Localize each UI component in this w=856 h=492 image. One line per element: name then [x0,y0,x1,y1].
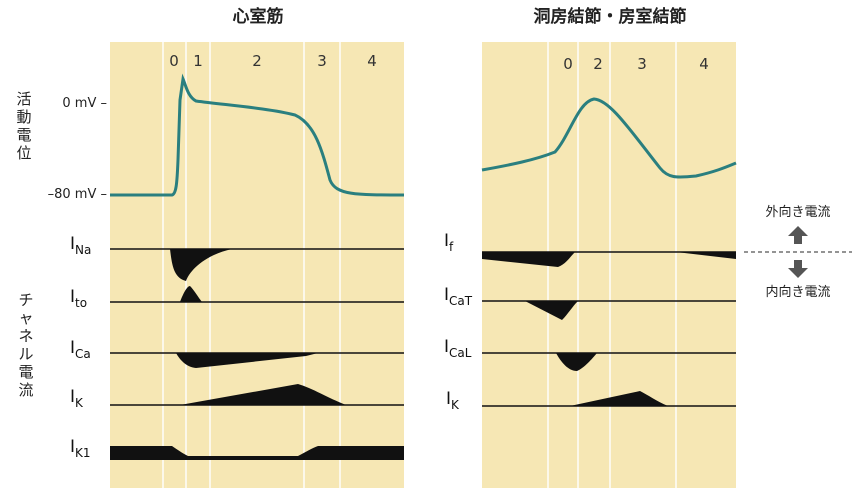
label-ical: ICaL [444,337,472,360]
ctitle-char-3: ル [18,345,33,363]
down-arrow-icon [788,260,808,278]
left-phase-0: 0 [169,52,179,70]
label-ica: ICa [70,338,91,361]
right-panel-bg [482,42,736,488]
vtitle-char-3: 位 [16,144,31,162]
ctitle-char-1: ャ [18,309,33,327]
right-currents [482,251,736,407]
vtitle-char-1: 動 [16,108,31,126]
right-panel-title: 洞房結節・房室結節 [534,6,687,27]
ito-current-shape [180,286,202,302]
vtitle-char-0: 活 [16,90,31,108]
left-panel-title: 心室筋 [233,6,284,27]
ctitle-char-4: 電 [18,363,33,381]
nodal-action-potential-trace [481,97,737,179]
inward-current-label: 内向き電流 [765,284,830,300]
channel-current-vertical-title: チ ャ ネ ル 電 流 [18,291,33,399]
ctitle-char-5: 流 [18,381,33,399]
if-current-shape [482,252,575,267]
right-phase-2: 2 [593,55,603,73]
label-ito: Ito [70,287,87,310]
ik1-current-shape [110,446,404,460]
ina-current-shape [170,249,232,281]
icat-current-shape [525,301,578,320]
ctitle-char-2: ネ [18,327,33,345]
ik-nodal-current-shape [570,391,668,406]
left-phase-3: 3 [317,52,327,70]
right-phase-3: 3 [637,55,647,73]
ctitle-char-0: チ [18,291,33,309]
left-phase-2: 2 [252,52,262,70]
ventricular-action-potential-trace [110,73,405,197]
label-ina: INa [70,234,91,257]
if-current-shape-late [676,252,736,259]
label-ik-nodal: IK [446,389,460,412]
outward-current-label: 外向き電流 [765,204,830,220]
label-icat: ICaT [444,285,473,308]
ica-current-shape [176,353,318,368]
right-phase-4: 4 [699,55,709,73]
left-phase-4: 4 [367,52,377,70]
up-arrow-icon [788,226,808,244]
y-label-minus80mv: –80 mV – [48,187,107,202]
label-ik: IK [70,387,84,410]
left-panel-bg [110,42,404,488]
ical-current-shape [556,353,597,371]
right-phase-0: 0 [563,55,573,73]
y-label-0mv: 0 mV – [62,96,107,111]
action-potential-vertical-title: 活 動 電 位 [16,90,31,162]
label-ik1: IK1 [70,437,91,460]
label-if: If [444,231,454,254]
ik-current-shape [180,384,346,405]
vtitle-char-2: 電 [16,126,31,144]
left-phase-1: 1 [193,52,203,70]
left-currents [110,248,404,460]
